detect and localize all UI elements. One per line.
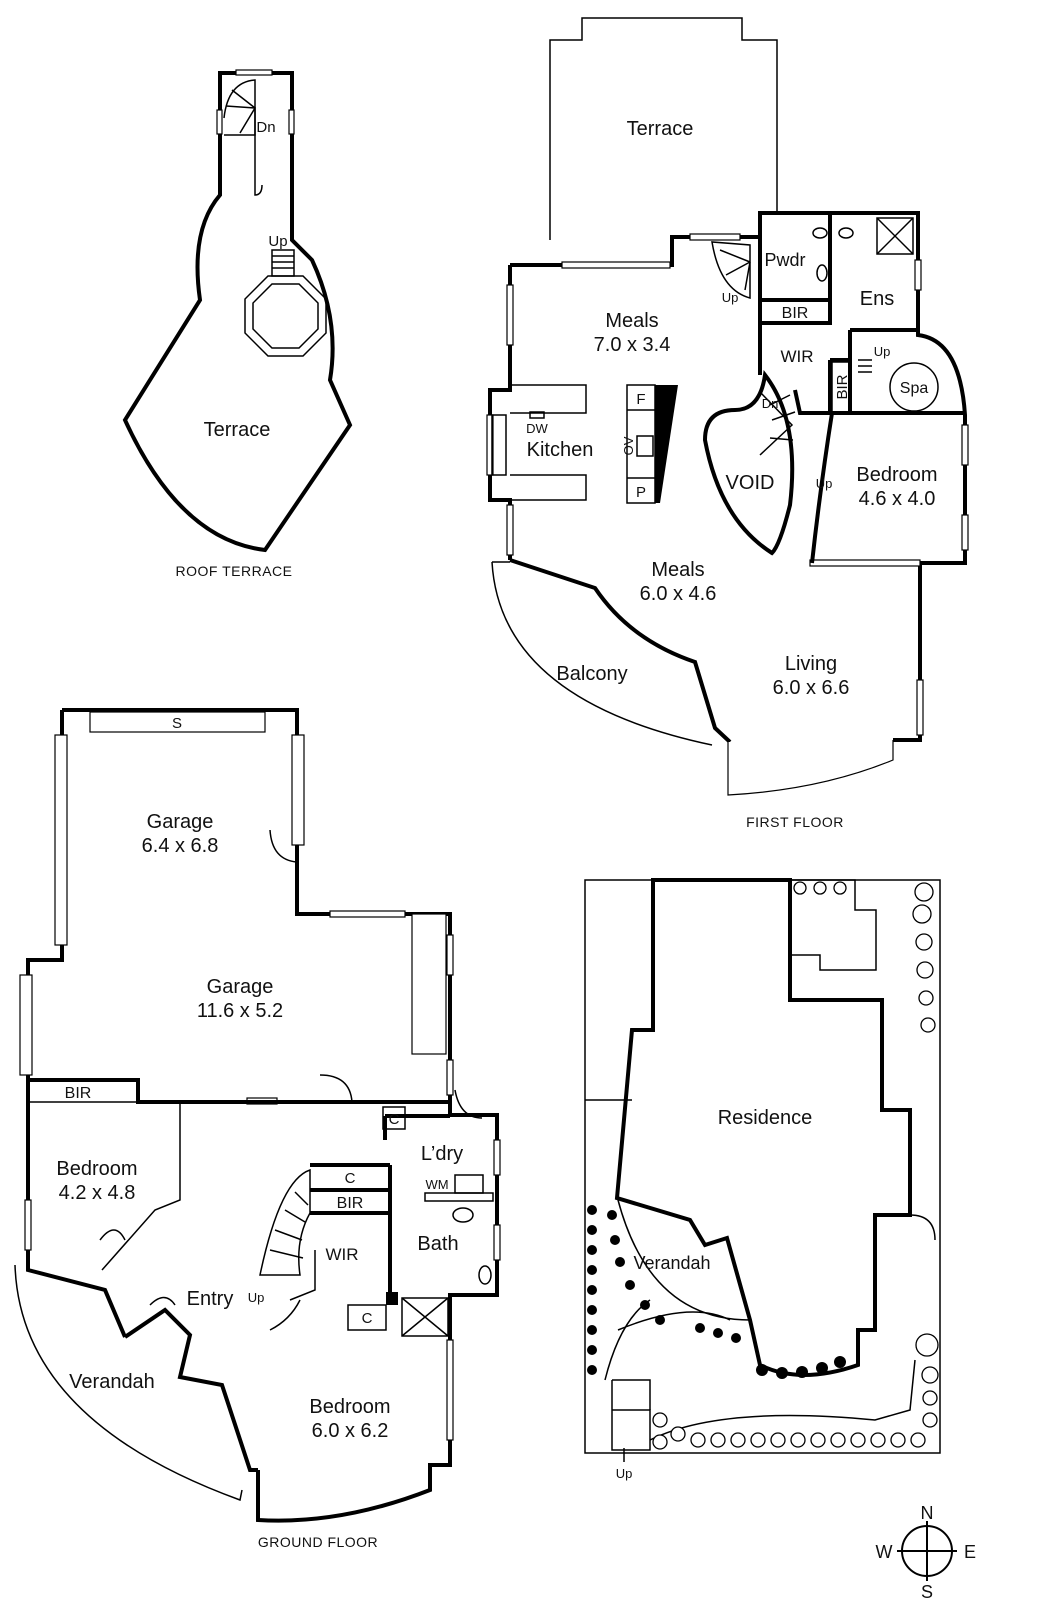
compass-e: E [964, 1542, 976, 1562]
ff-up-bedroom-mark: Up [816, 476, 833, 491]
compass-rose: N S W E [876, 1503, 977, 1600]
gf-bedroom2-name: Bedroom [309, 1396, 390, 1418]
compass-n: N [921, 1503, 934, 1523]
roof-terrace-room-label: Terrace [204, 419, 271, 441]
site-verandah-label: Verandah [633, 1253, 710, 1273]
site-trees [652, 881, 939, 1450]
ff-p-mark: P [636, 484, 646, 501]
ff-pwdr-label: Pwdr [764, 250, 805, 270]
ff-up-stair-mark: Up [722, 290, 739, 305]
ff-living-dim: 6.0 x 6.6 [773, 677, 850, 699]
compass-s: S [921, 1582, 933, 1600]
gf-wm-mark: WM [425, 1177, 448, 1192]
site-residence-label: Residence [718, 1107, 813, 1129]
gf-bedroom2-dim: 6.0 x 6.2 [312, 1420, 389, 1442]
gf-garage-lower-dim: 11.6 x 5.2 [197, 1000, 283, 1022]
gf-laundry-label: L’dry [421, 1143, 463, 1165]
ff-f-mark: F [636, 391, 645, 408]
ff-balcony-label: Balcony [556, 663, 627, 685]
ff-meals-upper-dim: 7.0 x 3.4 [594, 334, 671, 356]
site-shrubs [587, 1205, 846, 1379]
ff-spa-label: Spa [900, 380, 929, 397]
first-floor-plan: Terrace Meals 7.0 x 3.4 Kitchen VOID Mea… [486, 17, 969, 830]
ff-bedroom-dim: 4.6 x 4.0 [859, 488, 936, 510]
ff-dn-void-mark: Dn [762, 396, 779, 411]
ff-meals-upper-name: Meals [605, 310, 658, 332]
ff-bir-side-label: BIR [834, 374, 851, 399]
site-plan: Residence Verandah Up [584, 878, 941, 1481]
gf-verandah-label: Verandah [69, 1371, 155, 1393]
compass-w: W [876, 1542, 893, 1562]
ff-meals-lower-dim: 6.0 x 4.6 [640, 583, 717, 605]
ff-meals-lower-name: Meals [651, 559, 704, 581]
roof-terrace-plan: Terrace Dn Up ROOF TERRACE [122, 69, 353, 579]
ff-terrace-label: Terrace [627, 118, 694, 140]
ff-bir-top-label: BIR [782, 305, 809, 322]
gf-bir-left-label: BIR [65, 1085, 92, 1102]
roof-terrace-title: ROOF TERRACE [176, 563, 293, 579]
ff-ens-label: Ens [860, 288, 894, 310]
gf-bedroom1-dim: 4.2 x 4.8 [59, 1182, 136, 1204]
gf-entry-label: Entry [187, 1288, 234, 1310]
gf-c1-label: C [389, 1111, 400, 1128]
gf-wir-label: WIR [325, 1245, 358, 1264]
gf-bath-label: Bath [417, 1233, 458, 1255]
roof-dn-mark: Dn [256, 119, 275, 136]
ff-void-label: VOID [726, 472, 775, 494]
gf-c3-label: C [362, 1310, 373, 1327]
gf-garage-upper-name: Garage [147, 811, 214, 833]
ff-ov-mark: OV [621, 436, 636, 455]
gf-garage-upper-dim: 6.4 x 6.8 [142, 835, 219, 857]
ff-dw-mark: DW [526, 421, 548, 436]
ff-living-name: Living [785, 653, 837, 675]
roof-up-mark: Up [268, 233, 287, 250]
ff-up-spa-mark: Up [874, 344, 891, 359]
gf-s-mark: S [172, 715, 182, 732]
gf-bir-mid-label: BIR [337, 1195, 364, 1212]
ff-kitchen-label: Kitchen [527, 439, 594, 461]
first-floor-title: FIRST FLOOR [746, 814, 844, 830]
gf-up-mark: Up [248, 1290, 265, 1305]
site-up-mark: Up [616, 1466, 633, 1481]
gf-garage-lower-name: Garage [207, 976, 274, 998]
ground-floor-title: GROUND FLOOR [258, 1534, 378, 1550]
ff-bedroom-name: Bedroom [856, 464, 937, 486]
ground-floor-plan: S Garage 6.4 x 6.8 Garage 11.6 x 5.2 BIR… [14, 708, 501, 1550]
gf-c2-label: C [345, 1170, 356, 1187]
ff-wir-label: WIR [780, 347, 813, 366]
gf-bedroom1-name: Bedroom [56, 1158, 137, 1180]
